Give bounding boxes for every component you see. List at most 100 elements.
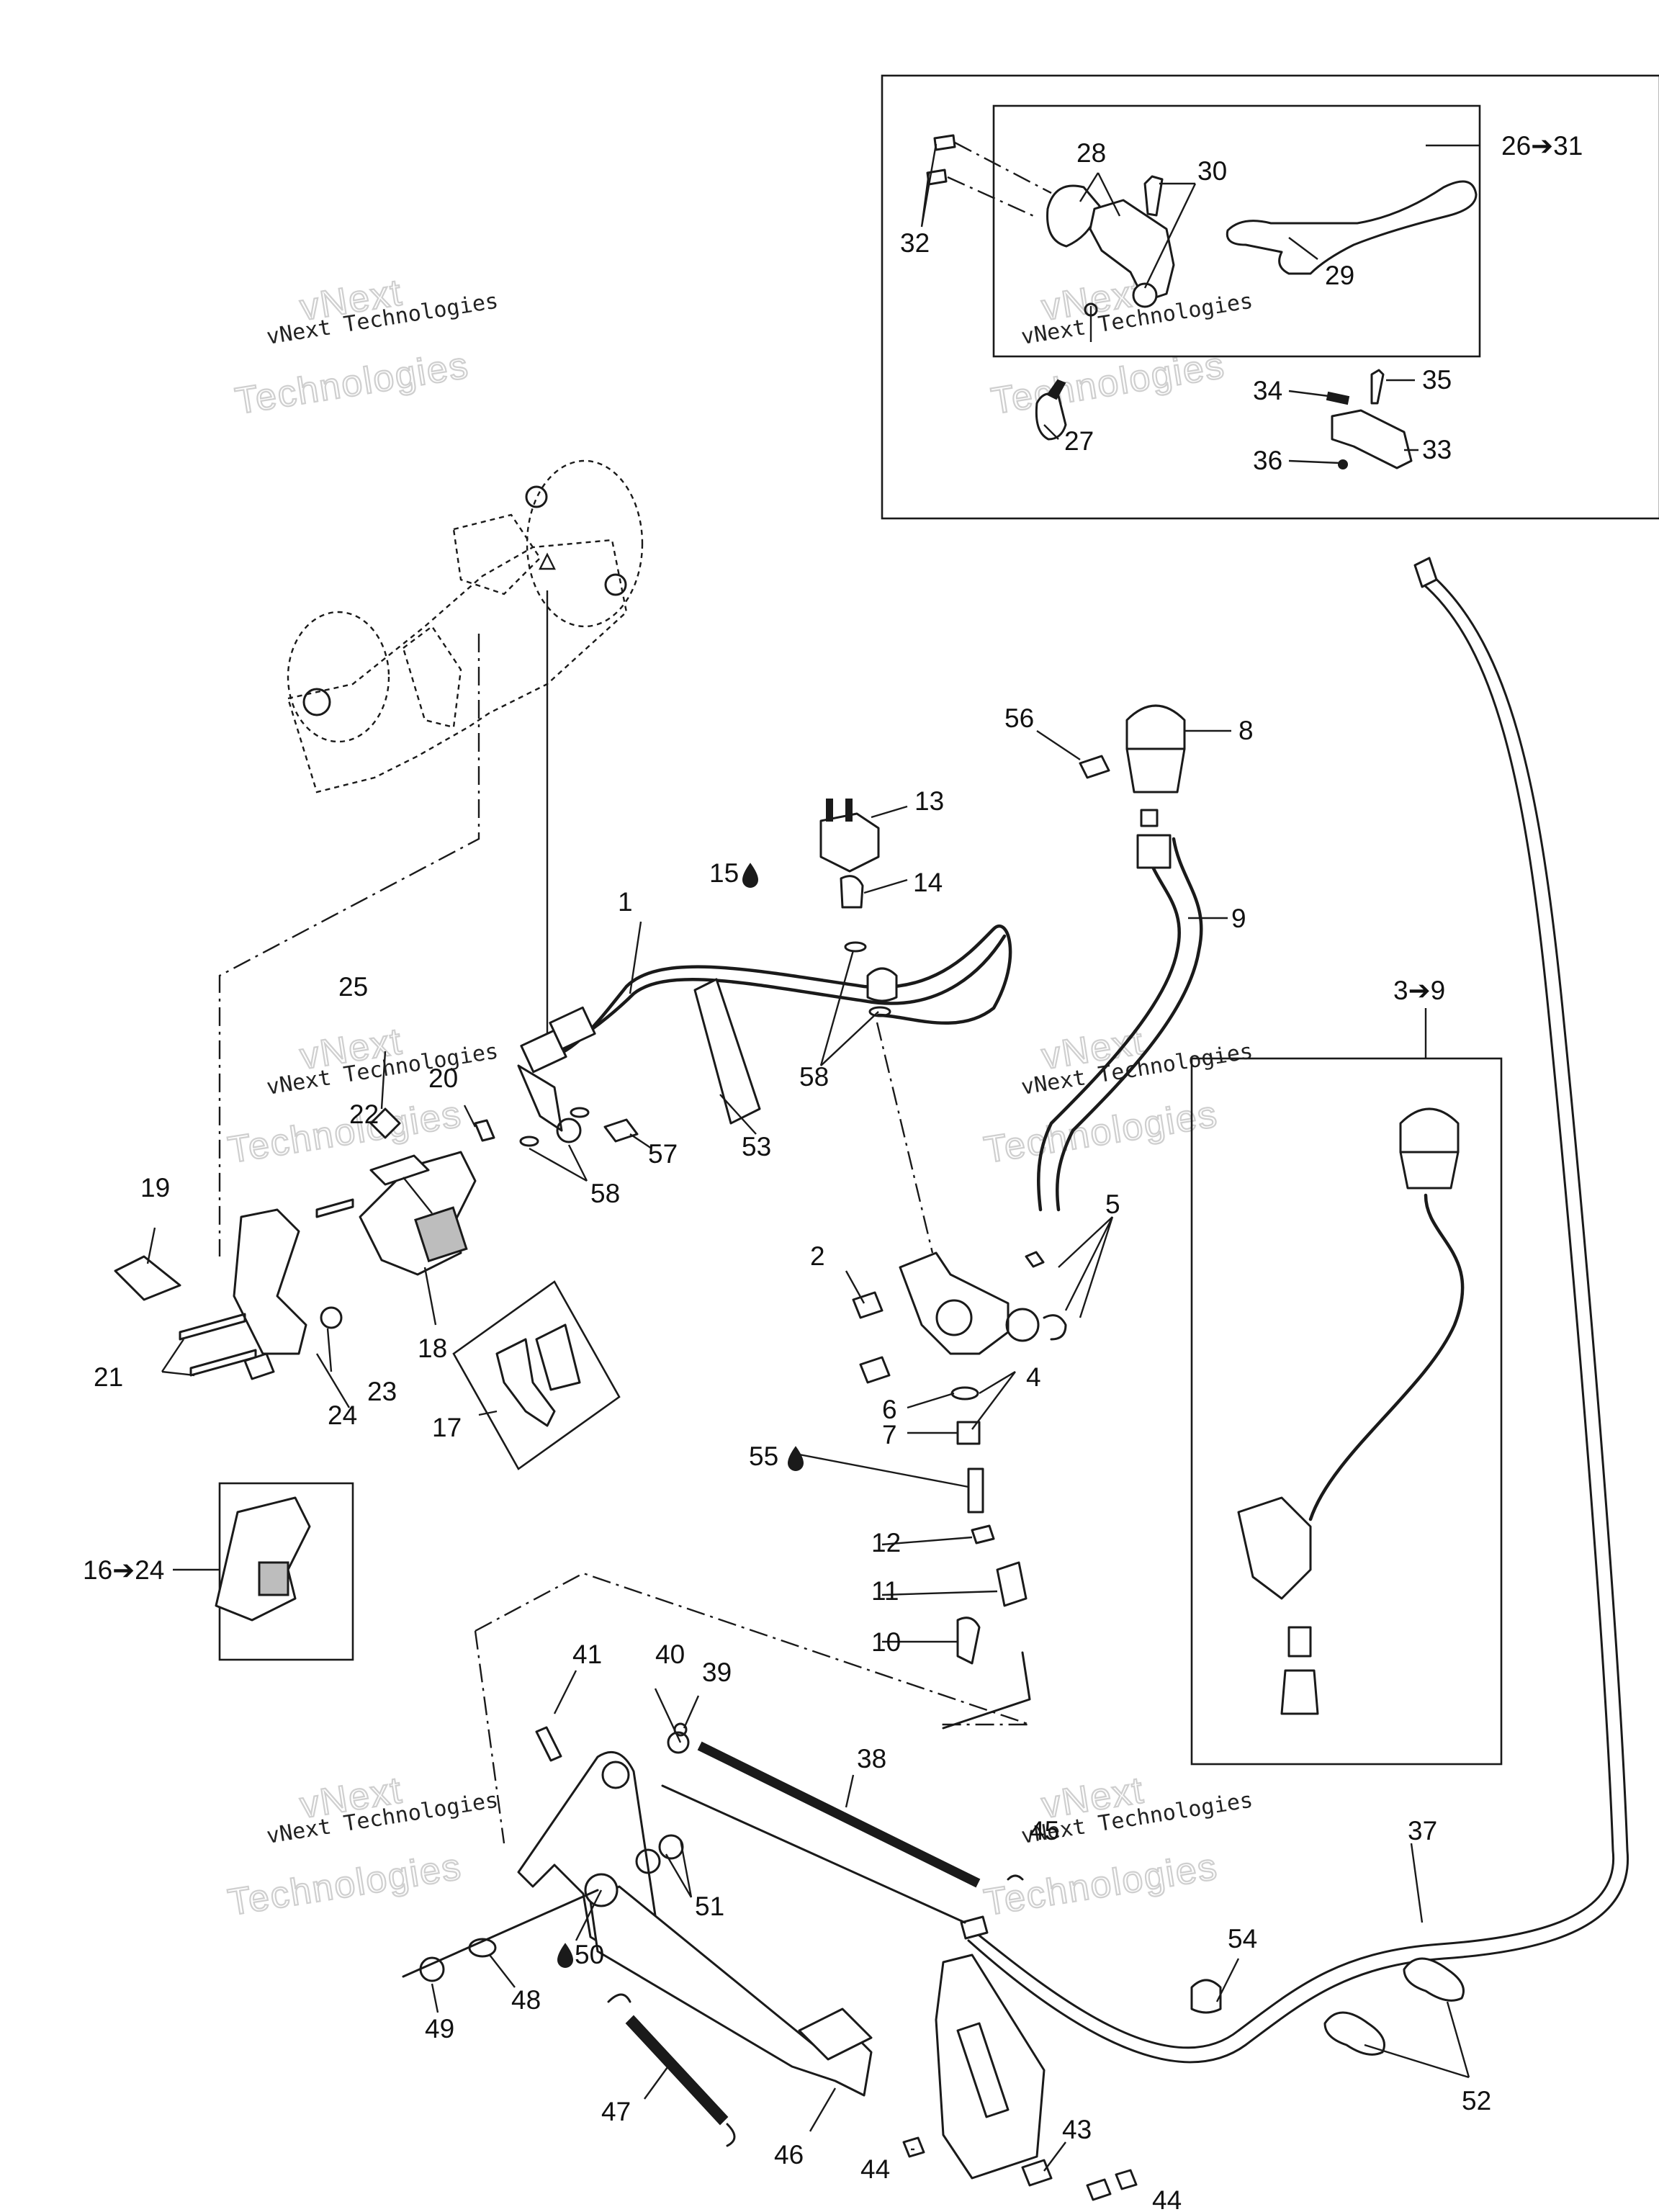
- bushing-40: [667, 1731, 690, 1754]
- leader-dash: [947, 176, 1038, 219]
- callout-55: 55: [749, 1442, 778, 1471]
- brake-lever: [1226, 180, 1478, 275]
- hose-line: [545, 924, 1012, 1061]
- leader: [478, 1410, 498, 1416]
- callout-5: 5: [1105, 1190, 1120, 1219]
- brake-pad: [495, 1338, 556, 1427]
- leader: [1288, 390, 1329, 397]
- adjuster-thread: [1046, 379, 1066, 400]
- leader: [845, 1270, 866, 1304]
- washer: [1084, 302, 1098, 317]
- leader: [146, 1227, 156, 1264]
- cable-fitting: [960, 1915, 989, 1940]
- bushing-23: [320, 1306, 343, 1329]
- callout-6: 6: [882, 1395, 897, 1424]
- callout-50: 50: [575, 1940, 604, 1969]
- hose-clip-53: [693, 978, 761, 1125]
- callout-25: 25: [338, 972, 368, 1002]
- leader: [380, 1051, 387, 1110]
- callout-48: 48: [511, 1985, 541, 2015]
- leader: [799, 1453, 969, 1488]
- master-cylinder: [852, 1251, 1067, 1665]
- callout-11: 11: [871, 1576, 899, 1606]
- pedal-lever: [589, 1885, 873, 2097]
- leader: [1058, 1216, 1114, 1318]
- inset-rod: [1287, 1626, 1312, 1658]
- leader: [431, 1983, 439, 2013]
- caliper-piston: [414, 1206, 468, 1263]
- nut-44: [902, 2136, 925, 2158]
- callout-38: 38: [857, 1744, 886, 1773]
- caliper-assembly-inset: [215, 1482, 354, 1661]
- callout-28: 28: [1076, 138, 1106, 168]
- clevis-11: [996, 1561, 1028, 1607]
- washer-5: [1005, 1308, 1040, 1342]
- callout-19: 19: [140, 1173, 170, 1202]
- leader: [463, 1105, 477, 1128]
- callout-18: 18: [418, 1334, 447, 1363]
- pin-41: [535, 1726, 562, 1762]
- callout-53: 53: [742, 1132, 771, 1161]
- bolt-2b: [859, 1356, 891, 1384]
- stud: [604, 573, 627, 596]
- callout-22: 22: [349, 1100, 379, 1129]
- axle-tube-outline: [287, 539, 628, 793]
- callout-21: 21: [94, 1362, 123, 1392]
- callout-1: 1: [618, 887, 633, 917]
- leader: [719, 1094, 757, 1135]
- leader: [1364, 2001, 1470, 2079]
- leader: [161, 1339, 195, 1377]
- leader: [629, 921, 642, 994]
- leader-dash: [876, 1022, 934, 1254]
- callout-labels: 26➔31 28 30 29 32 27 34 35 36 33 56 8 9 …: [83, 131, 1583, 2212]
- pedal-pivot: [601, 1761, 630, 1789]
- cable-37: [960, 557, 1629, 2064]
- hub-outline: [287, 611, 390, 743]
- hose-line-inner: [531, 934, 1007, 1068]
- leader: [1043, 424, 1059, 440]
- stud: [525, 485, 548, 508]
- leader-lines: [146, 143, 1480, 2172]
- inset-frame: [218, 1482, 354, 1661]
- svg-text:Technologies: Technologies: [981, 1845, 1221, 1924]
- hand-lever-assembly: [881, 74, 1659, 520]
- inset-caliper: [215, 1496, 311, 1622]
- brake-switch-group: [819, 799, 934, 1254]
- bolt-43b: [1086, 2178, 1112, 2201]
- leader: [665, 1839, 693, 1898]
- callout-2: 2: [810, 1241, 825, 1271]
- cable-line-outer: [967, 575, 1629, 2064]
- callout-41: 41: [572, 1640, 602, 1669]
- caliper-bracket-24: [233, 1208, 307, 1355]
- leader: [920, 143, 938, 228]
- callout-30: 30: [1197, 156, 1227, 186]
- leader: [683, 1695, 700, 1729]
- callout-37: 37: [1408, 1816, 1437, 1845]
- inset-piston: [258, 1561, 289, 1596]
- hose-banjo-end: [517, 1064, 563, 1132]
- oring-51a: [635, 1848, 661, 1874]
- leader: [1288, 459, 1340, 464]
- bolt-43: [1021, 2159, 1053, 2187]
- pushrod-55: [967, 1467, 984, 1514]
- callout-16-24: 16➔24: [83, 1555, 164, 1585]
- callout-15: 15: [709, 858, 739, 888]
- brake-disc-outline: [526, 459, 644, 628]
- shaft-end: [302, 688, 331, 716]
- leader: [845, 1774, 855, 1808]
- callout-47: 47: [601, 2097, 631, 2126]
- return-spring-47: [625, 2015, 729, 2126]
- leader: [326, 1328, 333, 1372]
- leader: [315, 1353, 351, 1408]
- sealing-washer: [844, 941, 867, 953]
- callout-10: 10: [871, 1627, 901, 1657]
- callout-7: 7: [882, 1420, 897, 1449]
- callout-57: 57: [648, 1139, 678, 1169]
- callout-9: 9: [1231, 904, 1246, 933]
- grease-drop-icon: [787, 1446, 804, 1471]
- callout-14: 14: [913, 868, 943, 897]
- callout-17: 17: [432, 1413, 462, 1442]
- grease-drop-icon: [742, 863, 759, 888]
- leader: [1215, 1958, 1240, 2002]
- oring-6: [950, 1386, 979, 1401]
